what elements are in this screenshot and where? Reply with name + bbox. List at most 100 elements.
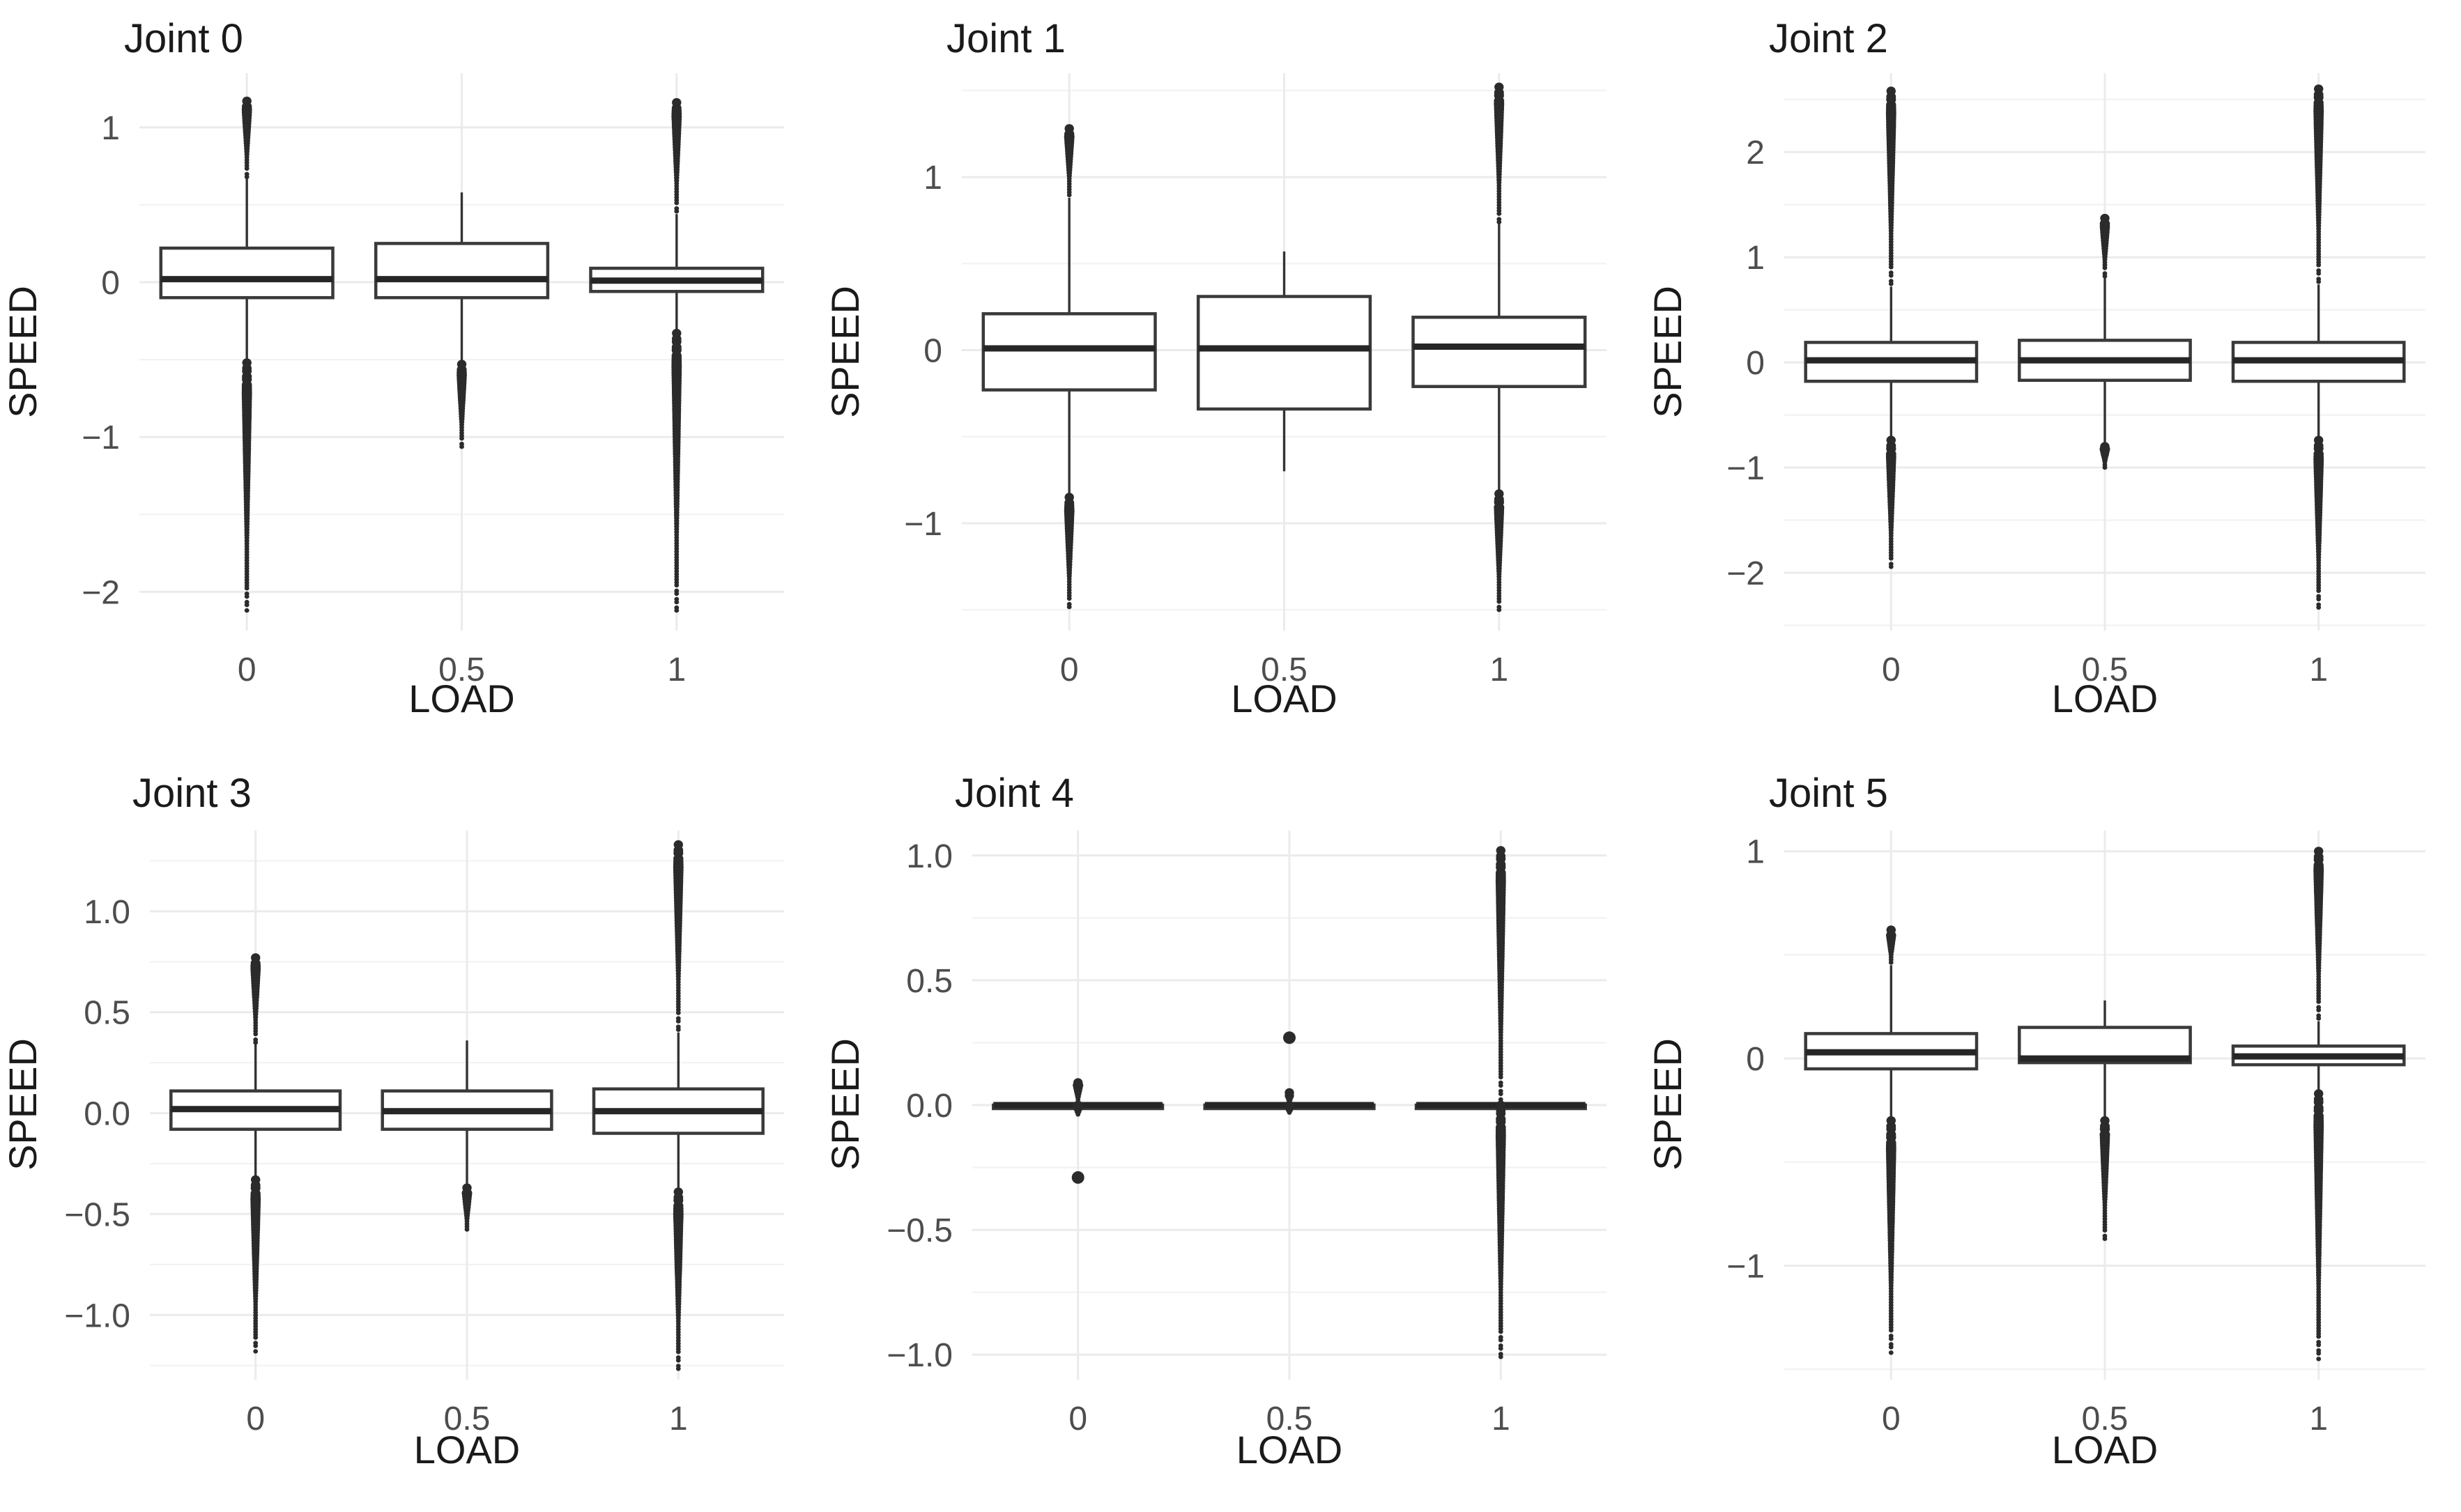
x-tick-label: 0.5 — [2082, 1401, 2129, 1437]
y-tick-label: 2 — [1746, 134, 1765, 171]
outlier-cloud — [2313, 435, 2324, 610]
y-tick-label: 1.0 — [906, 838, 953, 875]
outlier-cloud — [461, 1183, 473, 1232]
outlier-cloud — [1285, 1100, 1294, 1115]
x-tick-label: 0.5 — [1261, 651, 1308, 688]
x-tick-label: 0 — [1060, 651, 1079, 688]
box-joint1-1 — [1411, 316, 1587, 388]
box-joint1-0 — [981, 312, 1157, 392]
outlier-cloud — [250, 953, 261, 1045]
y-tick-label: −1 — [1726, 1249, 1765, 1286]
x-tick-label: 1 — [1489, 651, 1508, 688]
outlier-cloud — [241, 358, 252, 613]
outlier-cloud — [2099, 1116, 2110, 1241]
y-tick-label: 0 — [1746, 1041, 1765, 1078]
outlier-cloud — [1073, 1100, 1083, 1117]
outlier-cloud — [457, 360, 467, 449]
x-tick-label: 1 — [2309, 651, 2328, 688]
y-tick-label: −1 — [1726, 450, 1765, 487]
outlier-cloud — [1885, 1116, 1896, 1355]
y-tick-label: 1 — [1746, 240, 1765, 277]
x-tick-label: 0 — [238, 651, 256, 688]
outlier-cloud — [2099, 442, 2110, 470]
x-tick-label: 0 — [1882, 1401, 1901, 1437]
y-tick-label: −1.0 — [887, 1337, 953, 1374]
x-axis-title: LOAD — [1236, 1428, 1343, 1472]
y-tick-label: −0.5 — [887, 1212, 953, 1249]
x-axis-title: LOAD — [2052, 677, 2159, 720]
y-tick-label: 0.5 — [906, 963, 953, 1000]
outlier-cloud — [1885, 435, 1896, 569]
outlier-cloud — [671, 328, 682, 613]
outlier-cloud — [241, 96, 252, 180]
facet-title: Joint 1 — [946, 16, 1066, 61]
y-axis-title: SPEED — [823, 286, 867, 418]
facet-panel-joint1: 1 0 −1 0 0.5 1 Joint 1 LOAD SPEED — [822, 0, 1645, 753]
y-tick-label: 1 — [923, 160, 942, 196]
outlier-cloud — [1886, 925, 1896, 965]
y-tick-label: 0.0 — [84, 1096, 130, 1133]
y-tick-label: −1 — [82, 419, 120, 456]
y-axis-title: SPEED — [823, 1038, 867, 1171]
x-axis-title: LOAD — [408, 677, 515, 720]
facet-title: Joint 3 — [132, 771, 252, 816]
outlier-cloud — [1495, 846, 1506, 1105]
box-joint1-0.5 — [1196, 295, 1372, 411]
x-axis-title: LOAD — [1231, 677, 1337, 720]
outlier-cloud — [1494, 489, 1505, 612]
x-tick-label: 0 — [1068, 1401, 1087, 1437]
panel-canvas-joint1: 1 0 −1 0 0.5 1 Joint 1 LOAD SPEED — [823, 16, 1607, 720]
y-tick-label: 0 — [923, 333, 942, 370]
x-tick-label: 0.5 — [438, 651, 485, 688]
outlier-cloud — [1494, 82, 1505, 224]
outlier-cloud — [671, 98, 682, 214]
facet-title: Joint 2 — [1769, 16, 1888, 61]
x-tick-label: 1 — [1492, 1401, 1510, 1437]
outlier-cloud — [673, 1187, 684, 1371]
x-tick-label: 1 — [2309, 1401, 2328, 1437]
x-tick-label: 0 — [246, 1401, 265, 1437]
outlier-cloud — [1885, 86, 1896, 286]
x-tick-label: 0.5 — [1266, 1401, 1313, 1437]
outlier-cloud — [673, 840, 684, 1032]
outlier-cloud — [2099, 213, 2110, 279]
outlier-point — [1071, 1171, 1084, 1184]
y-tick-label: 0 — [1746, 345, 1765, 382]
y-tick-label: 0.5 — [84, 995, 130, 1032]
facet-title: Joint 0 — [124, 16, 243, 61]
box-joint0-0.5 — [374, 242, 550, 300]
outlier-cloud — [1495, 1100, 1506, 1359]
outlier-cloud — [1064, 124, 1075, 198]
facet-title: Joint 5 — [1769, 771, 1888, 816]
x-tick-label: 0 — [1882, 651, 1901, 688]
outlier-cloud — [2313, 847, 2324, 1021]
x-axis-title: LOAD — [414, 1428, 521, 1472]
y-tick-label: −2 — [1726, 555, 1765, 592]
y-tick-label: −1.0 — [64, 1297, 130, 1334]
y-tick-label: 1 — [101, 110, 120, 147]
x-tick-label: 0.5 — [2082, 651, 2129, 688]
y-axis-title: SPEED — [1646, 1038, 1689, 1171]
outlier-cloud — [1064, 493, 1075, 610]
y-tick-label: 0 — [101, 265, 120, 302]
y-tick-label: 1.0 — [84, 894, 130, 931]
outlier-cloud — [250, 1175, 261, 1354]
outlier-cloud — [2313, 84, 2324, 284]
y-tick-label: −0.5 — [64, 1196, 130, 1233]
x-tick-label: 0.5 — [444, 1401, 491, 1437]
y-tick-label: −1 — [904, 506, 942, 543]
x-tick-label: 1 — [669, 1401, 688, 1437]
y-tick-label: −2 — [82, 574, 120, 611]
box-joint0-0 — [159, 246, 335, 300]
